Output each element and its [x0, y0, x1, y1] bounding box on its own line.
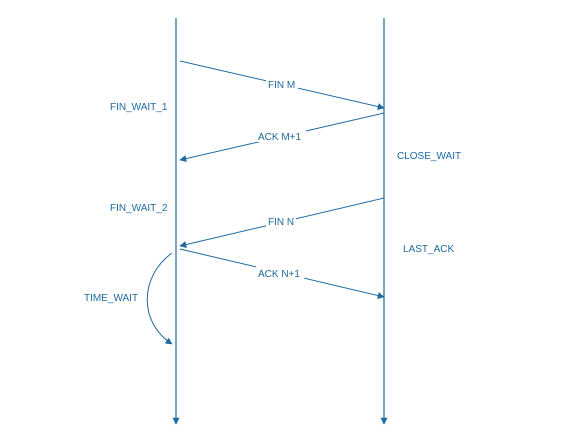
state-time-wait: TIME_WAIT	[84, 293, 138, 304]
ack-m1-label: ACK M+1	[258, 132, 302, 143]
state-close-wait: CLOSE_WAIT	[397, 151, 461, 162]
fin-m-label: FIN M	[268, 80, 295, 91]
state-fin-wait-1: FIN_WAIT_1	[110, 102, 168, 113]
state-last-ack: LAST_ACK	[403, 244, 454, 255]
time-wait-curve-arrow	[146, 252, 173, 345]
fin-n-label: FIN N	[268, 217, 294, 228]
ack-n1-label: ACK N+1	[258, 269, 300, 280]
state-fin-wait-2: FIN_WAIT_2	[110, 203, 168, 214]
